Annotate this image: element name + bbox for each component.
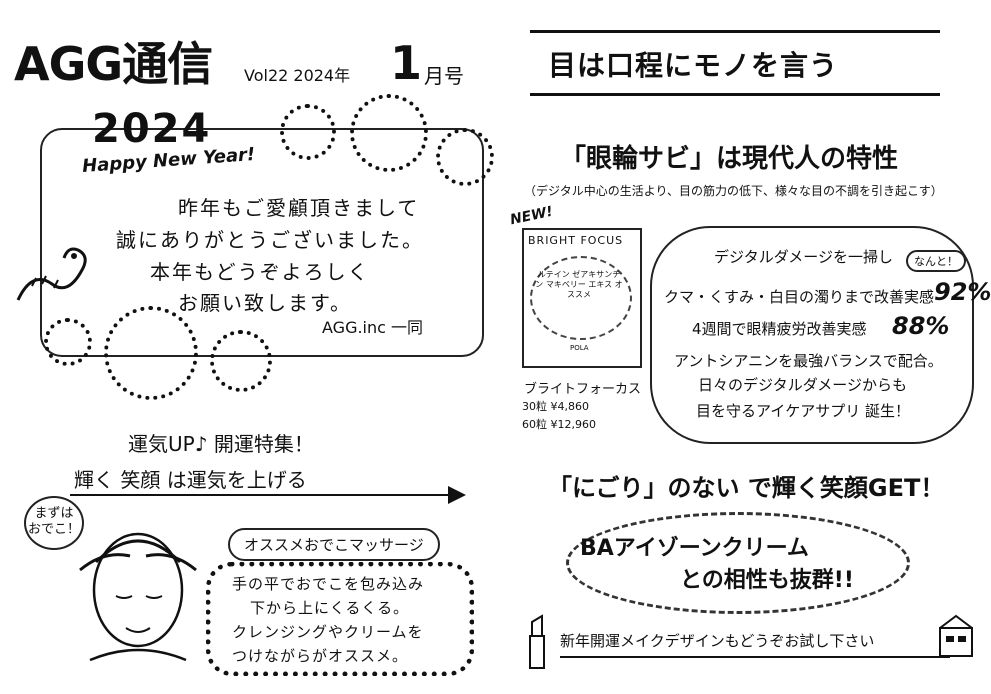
product-circle	[530, 256, 632, 340]
month-number: 1	[390, 36, 423, 90]
greeting-line-1: 昨年もご愛顧頂きまして	[178, 196, 420, 220]
section1-title: 「眼輪サビ」は現代人の特性	[560, 144, 899, 174]
massage-line-2: 下から上にくるくる。	[250, 599, 410, 617]
massage-box	[206, 562, 474, 676]
price-60: 60粒 ¥12,960	[522, 418, 596, 431]
massage-line-4: つけながらがオススメ。	[232, 647, 409, 665]
arrow-head-icon	[448, 486, 466, 504]
arrow-line	[70, 494, 460, 496]
footer-text: 新年開運メイクデザインもどうぞお試し下さい	[560, 632, 875, 650]
benefit-cloud	[650, 226, 974, 444]
greeting-line-4: お願い致します。	[178, 291, 352, 315]
month-suffix: 月号	[424, 64, 464, 88]
cloud-line-1: デジタルダメージを一掃し	[714, 248, 893, 266]
right-title-frame	[530, 30, 940, 96]
cloud-line-6: 目を守るアイケアサプリ 誕生！	[696, 402, 911, 420]
eyeshadow-palette-icon	[939, 614, 973, 657]
percent-88: 88%	[892, 312, 950, 340]
firework-icon	[44, 318, 92, 366]
dragon-icon	[16, 247, 87, 301]
right-page-title: 目は口程にモノを言う	[548, 49, 839, 82]
product-kana-name: ブライトフォーカス	[524, 382, 642, 397]
cloud-line-5: 日々のデジタルダメージからも	[698, 376, 907, 394]
product-box	[522, 228, 642, 368]
firework-icon	[210, 330, 272, 392]
greeting-line-2: 誠にありがとうございました。	[116, 228, 424, 252]
product-name: BRIGHT FOCUS	[528, 234, 624, 247]
ba-line-1: BAアイゾーンクリーム	[580, 536, 809, 561]
year-badge: 2024	[92, 106, 212, 152]
firework-icon	[280, 104, 336, 160]
massage-label: オススメおでこマッサージ	[228, 528, 440, 561]
speech-bubble: まずは おでこ！	[24, 496, 84, 550]
price-30: 30粒 ¥4,860	[522, 400, 589, 413]
massage-line-1: 手の平でおでこを包み込み	[232, 575, 425, 593]
massage-line-3: クレンジングやクリームを	[232, 623, 424, 641]
ba-cream-oval	[566, 512, 910, 614]
firework-icon	[350, 94, 428, 172]
greeting-line-3: 本年もどうぞよろしく	[150, 260, 370, 284]
section1-note: （デジタル中心の生活より、目の筋力の低下、様々な目の不調を引き起こす）	[524, 184, 943, 198]
cloud-line-2: クマ・くすみ・白目の濁りまで改善実感	[664, 288, 935, 306]
nanto-badge: なんと！	[906, 250, 966, 272]
lipstick-icon	[529, 614, 545, 669]
volume-label: Vol22 2024年	[244, 66, 351, 85]
newsletter-title: AGG通信	[14, 37, 213, 91]
product-inside-text: ルテイン ゼアキサンチン マキベリー エキス オススメ	[535, 270, 623, 299]
firework-icon	[104, 306, 198, 400]
cloud-line-4: アントシアニンを最強バランスで配合。	[674, 352, 943, 370]
section2-title: 「にごり」のない で輝く笑顔GET！	[548, 474, 945, 502]
new-tag: NEW!	[508, 203, 555, 229]
face-massage-illustration	[79, 532, 197, 662]
signature: AGG.inc 一同	[322, 318, 424, 337]
firework-icon	[436, 128, 494, 186]
footer-underline	[560, 656, 950, 658]
product-brand: POLA	[570, 344, 589, 352]
luck-section-subtitle: 輝く 笑顔 は運気を上げる	[74, 468, 307, 492]
ba-line-2: との相性も抜群!!	[680, 568, 854, 593]
cloud-line-3: 4週間で眼精疲労改善実感	[692, 320, 867, 338]
percent-92: 92%	[934, 278, 991, 306]
luck-section-title: 運気UP♪ 開運特集！	[128, 432, 314, 456]
